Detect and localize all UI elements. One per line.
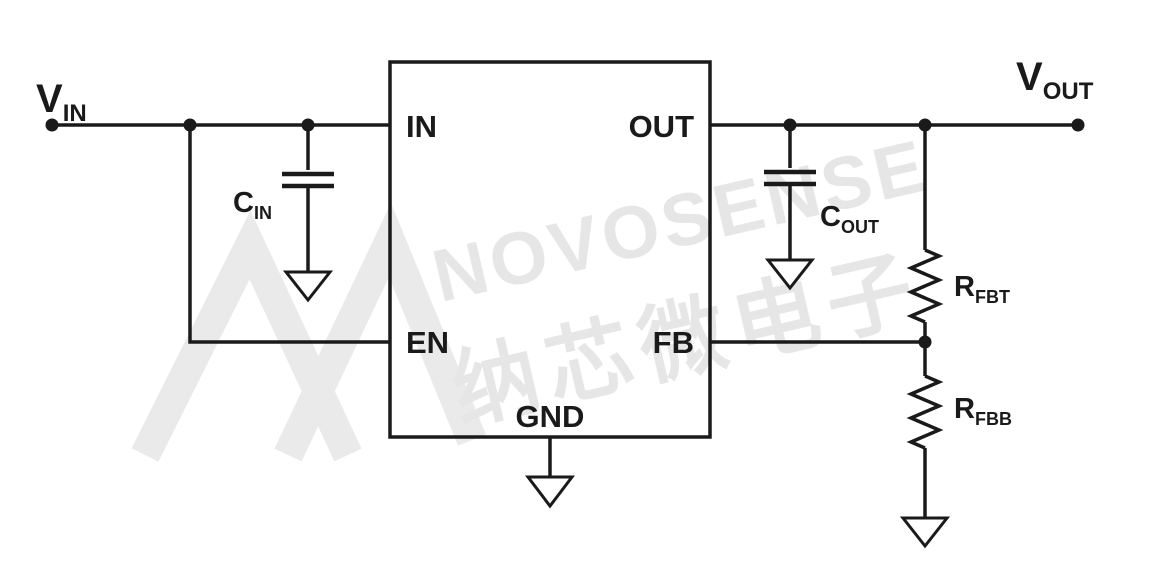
pin-label-en: EN <box>406 325 449 360</box>
cout-ground-symbol <box>764 258 816 291</box>
rfbb-resistor: RFBB <box>899 342 1012 549</box>
vin-label-sub: IN <box>63 100 87 127</box>
cout-capacitor: COUT <box>764 125 879 291</box>
cin-ground-symbol <box>282 270 334 303</box>
rfbt-resistor: RFBT <box>906 125 1010 342</box>
vin-label-main: V <box>36 77 63 121</box>
rfbb-label: RFBB <box>954 393 1012 429</box>
vout-label: VOUT <box>1016 55 1094 105</box>
vin-terminal-dot <box>45 118 59 132</box>
cout-label: COUT <box>820 201 879 237</box>
rfbb-ground-symbol <box>899 516 951 549</box>
rfbb-label-sub: FBB <box>975 409 1012 429</box>
vin-label: VIN <box>36 77 87 127</box>
cin-label-main: C <box>233 187 254 219</box>
gnd-ground-symbol <box>524 475 576 509</box>
cin-label: CIN <box>233 187 272 223</box>
rfbt-label-main: R <box>954 271 975 303</box>
rfbt-zigzag <box>906 248 944 324</box>
rfbb-label-main: R <box>954 393 975 425</box>
cin-capacitor: CIN <box>233 125 334 303</box>
pin-label-fb: FB <box>653 325 694 360</box>
pin-label-gnd: GND <box>516 399 585 434</box>
vout-label-sub: OUT <box>1043 78 1094 105</box>
rfbb-zigzag <box>906 374 944 450</box>
rfbt-label: RFBT <box>954 271 1010 307</box>
vout-label-main: V <box>1016 55 1043 99</box>
en-branch-wire <box>188 125 390 344</box>
cout-label-sub: OUT <box>841 217 879 237</box>
cin-label-sub: IN <box>254 203 272 223</box>
vout-terminal-dot <box>1071 118 1085 132</box>
pin-label-in: IN <box>406 109 437 144</box>
ic-regulator: IN OUT EN FB GND <box>388 60 712 439</box>
rfbt-label-sub: FBT <box>975 287 1010 307</box>
gnd-connection <box>524 437 576 509</box>
pin-label-out: OUT <box>629 109 695 144</box>
cout-label-main: C <box>820 201 841 233</box>
